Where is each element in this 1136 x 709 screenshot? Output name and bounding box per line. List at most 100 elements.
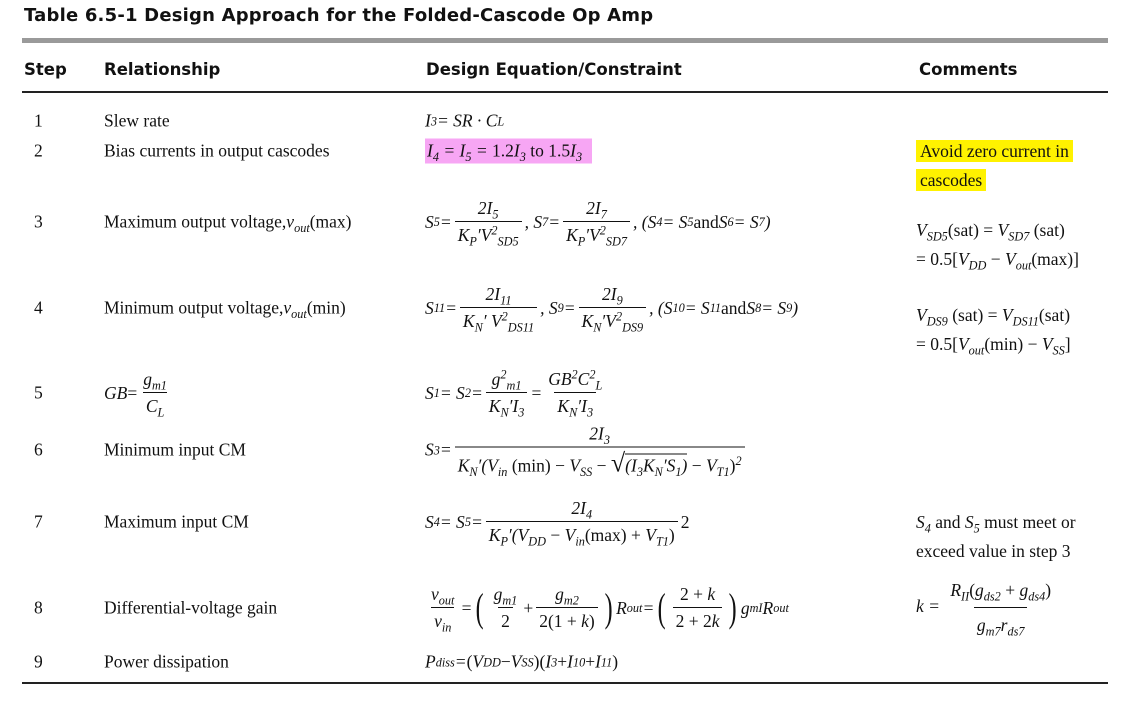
subscript: 4 (585, 507, 593, 522)
upright-text: cascodes (920, 170, 983, 190)
relationship-text: Minimum output voltage, vout(min) (104, 297, 346, 321)
relationship-text: Bias currents in output cascodes (104, 140, 330, 161)
title-rule (22, 38, 1108, 43)
subscript: out (968, 343, 985, 358)
superscript: 2 (491, 223, 498, 238)
upright-text: (sat) (1038, 305, 1071, 325)
subscript: N (500, 405, 509, 420)
fraction-numerator: gm2 (555, 584, 579, 608)
fraction-denominator: 2(1 + k) (536, 607, 598, 632)
fraction-numerator: 2I11 (485, 284, 512, 308)
comment-line: Avoid zero current in (916, 137, 1073, 166)
fraction-numerator: 2I5 (477, 198, 499, 222)
fraction-numerator: GB2C2L (548, 367, 603, 393)
upright-text: = 0.5[ (916, 249, 958, 269)
fraction-denominator: 2 (498, 607, 513, 632)
highlighted-equation: I4 = I5 = 1.2I3 to 1.5I3 (425, 138, 593, 164)
superscript: 2 (500, 367, 507, 382)
fraction-denominator: KN′I3 (554, 392, 597, 418)
subscript: SD7 (1008, 229, 1030, 244)
subscript: SS (1052, 343, 1065, 358)
subscript: L (595, 378, 603, 393)
subscript: DS11 (1012, 314, 1039, 329)
fraction-denominator: CL (142, 392, 168, 420)
header-comments: Comments (919, 60, 1018, 79)
subscript: II (961, 589, 970, 604)
square-root: √(I3KN′S1) (610, 448, 688, 479)
step-number: 6 (34, 439, 43, 460)
step-number: 9 (34, 651, 43, 672)
subscript: out (438, 593, 455, 608)
subscript: DD (968, 258, 987, 273)
upright-text: ) (729, 455, 736, 476)
upright-text: ) (668, 525, 675, 545)
italic-text: CL (145, 396, 165, 420)
comment-line: = 0.5[Vout(min) − VSS] (916, 334, 1071, 358)
upright-text: 1.2 (492, 140, 514, 161)
subscript: SS (580, 464, 593, 479)
relationship-text: Minimum input CM (104, 439, 246, 460)
italic-text: gm1 (143, 369, 167, 393)
subscript: P (577, 234, 586, 249)
header-relationship: Relationship (104, 60, 221, 79)
fraction-denominator: KP′V2SD7 (563, 221, 630, 249)
comment: k = RII(gds2 + gds4)gm7rds7 (916, 576, 1057, 640)
upright-text: ) (588, 611, 595, 631)
relationship-text: Maximum output voltage, vout(max) (104, 211, 352, 235)
fraction-numerator: 2I4 (571, 498, 593, 522)
step-number: 8 (34, 597, 43, 618)
upright-text: − (550, 525, 561, 545)
italic-text: vout (283, 297, 307, 321)
fraction-numerator: 2I3 (589, 423, 610, 447)
superscript: 2 (615, 309, 623, 324)
upright-text: − (691, 455, 702, 476)
subscript: m7 (985, 624, 1001, 639)
relationship-text: Maximum input CM (104, 511, 249, 532)
comment-line: VDS9 (sat) = VDS11(sat) (916, 305, 1071, 329)
fraction-numerator: vout (431, 584, 455, 608)
design-equation: I4 = I5 = 1.2I3 to 1.5I3 (425, 138, 593, 164)
comment: VSD5(sat) = VSD7 (sat)= 0.5[VDD − Vout(m… (916, 216, 1079, 274)
upright-text: 2 + 2 (675, 611, 712, 631)
subscript: 3 (603, 432, 610, 447)
subscript: T1 (655, 534, 669, 549)
subscript: SD5 (926, 229, 948, 244)
upright-text: (min) − (984, 334, 1042, 354)
superscript: 2 (501, 309, 508, 324)
subscript: 1 (675, 464, 682, 479)
fraction-numerator: 2I7 (586, 198, 607, 222)
large-parenthesis: ( (657, 585, 666, 630)
upright-text: to 1.5 (530, 140, 571, 161)
radical-sign-icon: √ (610, 448, 626, 478)
fraction-denominator: KN′I3 (485, 392, 528, 420)
upright-text: ) (612, 651, 619, 672)
highlighted-comment: cascodes (916, 169, 987, 191)
subscript: 4 (432, 149, 439, 164)
upright-text: + (557, 651, 568, 672)
comment-line: k = RII(gds2 + gds4)gm7rds7 (916, 576, 1057, 640)
subscript: N (593, 320, 602, 335)
upright-text: + (1005, 580, 1016, 600)
subscript: 3 (575, 149, 583, 164)
italic-text: vout (286, 211, 310, 235)
bottom-rule (22, 682, 1108, 684)
fraction-denominator: KP′V2SD5 (454, 221, 522, 247)
fraction-numerator: RII(gds2 + gds4) (950, 580, 1052, 604)
upright-text: + (585, 651, 596, 672)
subscript: out (294, 220, 310, 235)
subscript: 5 (492, 207, 499, 222)
